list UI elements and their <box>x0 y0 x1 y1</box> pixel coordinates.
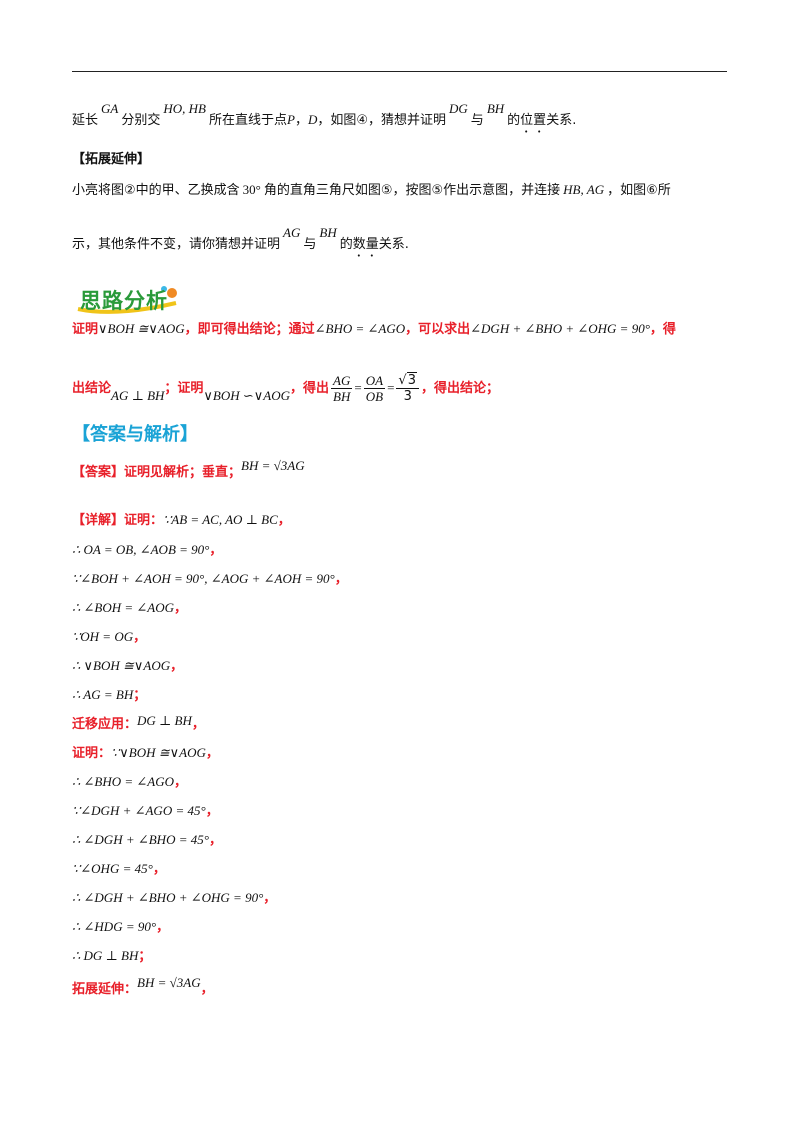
text: ，得 <box>649 322 676 337</box>
text: 证明 <box>72 322 99 337</box>
problem-line-1: 延长GA分别交HO, HB所在直线于点P，D，如图④，猜想并证明DG与BH的位置… <box>72 101 577 136</box>
proof-step: ∵∠BOH + ∠AOH = 90°, ∠AOG + ∠AOH = 90°， <box>72 571 348 587</box>
math: BH = √3AG <box>137 975 201 990</box>
detail-label: 【详解】证明： <box>72 513 164 528</box>
text: ，如图⑥所 <box>607 183 671 198</box>
text: ，可以求出 <box>405 322 471 337</box>
header-rule <box>72 71 727 72</box>
math: BH = √3AG <box>241 458 305 473</box>
math: ∠DGH + ∠BHO + ∠OHG = 90° <box>470 321 650 336</box>
analysis-line-1: 证明∨BOH ≅∨AOG，即可得出结论；通过∠BHO = ∠AGO，可以求出∠D… <box>72 320 676 339</box>
math: P <box>287 112 295 127</box>
text: ，得出结论； <box>421 381 500 396</box>
extension-answer-line: 拓展延伸：BH = √3AG， <box>72 975 214 997</box>
text: 小亮将图②中的甲、乙换成含 <box>72 183 240 198</box>
text: ，即可得出结论；通过 <box>184 322 315 337</box>
text: 与 <box>303 237 317 252</box>
proof-step: ∴ ∠BHO = ∠AGO， <box>72 774 188 790</box>
math: ∵∨BOH ≅∨AOG <box>111 745 206 760</box>
proof-label: 证明： <box>72 746 112 761</box>
text: 关系. <box>546 113 577 128</box>
extension-heading: 【拓展延伸】 <box>72 152 151 167</box>
math: = <box>387 380 395 395</box>
text: 的 <box>339 237 353 252</box>
math: BH <box>486 101 505 116</box>
extension-label: 拓展延伸： <box>72 982 138 997</box>
math: AG <box>283 225 301 240</box>
math: D <box>307 112 318 127</box>
emphasis-text: 数量 <box>352 237 379 252</box>
text: ， <box>294 113 308 128</box>
proof-step: ∴ OA = OB, ∠AOB = 90°， <box>72 542 223 558</box>
math: = <box>354 380 362 395</box>
text: 的 <box>507 113 521 128</box>
math: HB, AG <box>563 182 605 197</box>
math: HO, HB <box>163 101 206 116</box>
answer-section-title: 【答案与解析】 <box>72 424 198 445</box>
math: 30° <box>242 182 261 197</box>
proof-step: ∴ DG ⊥ BH； <box>72 948 152 964</box>
answer-label: 【答案】证明见解析；垂直； <box>72 465 242 480</box>
text: ，得出 <box>290 381 330 396</box>
analysis-badge: 思路分析 <box>76 283 180 315</box>
proof-intro-line: 证明：∵∨BOH ≅∨AOG， <box>72 745 219 761</box>
proof-step: ∴ ∨BOH ≅∨AOG， <box>72 658 184 674</box>
detail-line: 【详解】证明：∵AB = AC, AO ⊥ BC， <box>72 511 291 530</box>
math: DG ⊥ BH <box>137 713 192 728</box>
text: ，如图④，猜想并证明 <box>317 113 447 128</box>
transfer-line: 迁移应用：DG ⊥ BH， <box>72 713 205 732</box>
math: ∵AB = AC, AO ⊥ BC <box>163 512 278 527</box>
math: ∨BOH ≅∨AOG <box>98 321 185 336</box>
badge-decoration <box>77 286 177 314</box>
problem-line-3: 示，其他条件不变，请你猜想并证明AG与BH的数量关系. <box>72 225 409 260</box>
math: ∨BOH ∽∨AOG <box>203 388 291 403</box>
answer-line: 【答案】证明见解析；垂直；BH = √3AG <box>72 458 305 482</box>
proof-step: ∴ AG = BH； <box>72 687 147 703</box>
proof-step: ∴ ∠DGH + ∠BHO + ∠OHG = 90°， <box>72 890 277 906</box>
text: 所在直线于点 <box>208 113 287 128</box>
math: BH <box>319 225 337 240</box>
proof-step: ∴ ∠HDG = 90°， <box>72 919 170 935</box>
text: ；证明 <box>164 381 204 396</box>
math: ∠BHO = ∠AGO <box>314 321 406 336</box>
text: 关系. <box>378 237 409 252</box>
proof-step: ∵OH = OG， <box>72 629 147 645</box>
text: 与 <box>470 113 484 128</box>
text: 示，其他条件不变，请你猜想并证明 <box>72 237 281 252</box>
emphasis-text: 位置 <box>520 113 547 128</box>
text: 出结论 <box>72 381 112 396</box>
proof-step: ∵∠DGH + ∠AGO = 45°， <box>72 803 219 819</box>
math: GA <box>101 101 119 116</box>
math: DG <box>449 101 468 116</box>
proof-step: ∴ ∠BOH = ∠AOG， <box>72 600 188 616</box>
transfer-label: 迁移应用： <box>72 717 138 732</box>
proof-step: ∴ ∠DGH + ∠BHO = 45°， <box>72 832 222 848</box>
text: 角的直角三角尺如图⑤，按图⑤作出示意图，并连接 <box>263 183 561 198</box>
punct: ， <box>277 513 291 528</box>
math: AG ⊥ BH <box>111 388 165 403</box>
proof-step: ∵∠OHG = 45°， <box>72 861 166 877</box>
text: 延长 <box>72 113 99 128</box>
badge-text: 思路分析 <box>80 289 168 313</box>
text: 分别交 <box>121 113 161 128</box>
